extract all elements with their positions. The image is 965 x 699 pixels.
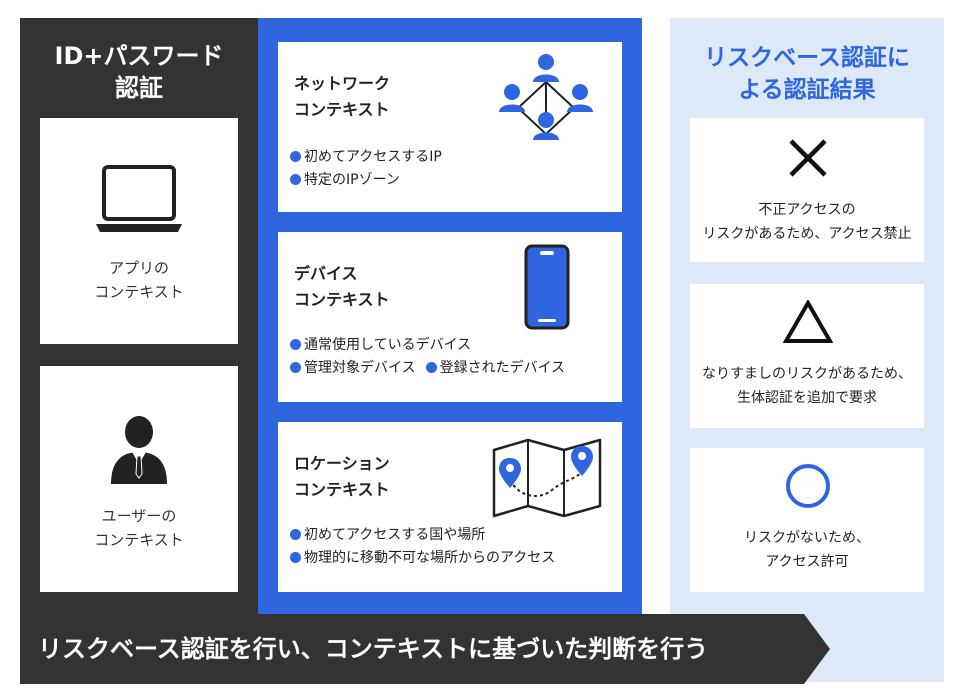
- device-title-line1: デバイス: [294, 264, 358, 283]
- app-context-card: アプリの コンテキスト: [40, 118, 238, 344]
- bullet-icon: [290, 362, 301, 373]
- triangle-icon: [783, 300, 833, 343]
- circle-icon: [786, 464, 830, 508]
- bullet-icon: [290, 174, 301, 185]
- device-items: 通常使用しているデバイス 管理対象デバイス 登録されたデバイス: [290, 334, 565, 380]
- bullet-icon: [290, 529, 301, 540]
- user-context-line2: コンテキスト: [94, 531, 184, 549]
- device-title-line2: コンテキスト: [294, 290, 390, 309]
- app-context-line2: コンテキスト: [94, 283, 184, 301]
- auth-title-line2: 認証: [115, 74, 163, 102]
- laptop-icon: [96, 165, 182, 232]
- location-context-card: ロケーション コンテキスト 初めてアクセスする国や場所 物理的に移動不可な場所か…: [278, 422, 622, 592]
- cross-icon: [789, 139, 827, 177]
- result-allow-line1: リスクがないため、: [744, 530, 870, 546]
- device-item-text: 管理対象デバイス: [304, 360, 416, 376]
- smartphone-icon: [524, 244, 570, 330]
- location-item-text: 初めてアクセスする国や場所: [304, 527, 486, 543]
- list-item: 初めてアクセスするIP: [290, 146, 442, 169]
- bullet-icon: [425, 362, 437, 373]
- result-column-title: リスクベース認証に よる認証結果: [670, 42, 944, 106]
- bullet-icon: [290, 339, 301, 350]
- network-title-line2: コンテキスト: [294, 100, 390, 119]
- auth-column-title: ID+パスワード 認証: [20, 40, 258, 104]
- conclusion-banner: [20, 614, 830, 684]
- network-title-line1: ネットワーク: [294, 74, 391, 93]
- result-title-line2: よる認証結果: [738, 77, 876, 103]
- location-title-line1: ロケーション: [294, 454, 390, 473]
- device-item-text: 通常使用しているデバイス: [304, 337, 472, 353]
- result-title-line1: リスクベース認証に: [704, 45, 910, 71]
- location-title-line2: コンテキスト: [294, 480, 390, 499]
- location-items: 初めてアクセスする国や場所 物理的に移動不可な場所からのアクセス: [290, 524, 555, 570]
- result-card-additional-auth: なりすましのリスクがあるため、 生体認証を追加で要求: [690, 284, 924, 428]
- location-item-text: 物理的に移動不可な場所からのアクセス: [304, 550, 556, 566]
- map-pins-icon: [492, 438, 602, 518]
- app-context-line1: アプリの: [108, 259, 169, 277]
- list-item: 初めてアクセスする国や場所: [290, 524, 555, 547]
- result-additional-line1: なりすましのリスクがあるため、: [702, 366, 912, 382]
- network-item-text: 特定のIPゾーン: [304, 172, 400, 188]
- list-item: 通常使用しているデバイス: [290, 334, 565, 357]
- network-item-text: 初めてアクセスするIP: [304, 149, 442, 165]
- bullet-icon: [290, 552, 301, 563]
- result-allow-line2: アクセス許可: [765, 554, 849, 570]
- result-deny-line1: 不正アクセスの: [758, 202, 856, 218]
- bullet-icon: [290, 151, 301, 162]
- result-deny-line2: リスクがあるため、アクセス禁止: [702, 226, 912, 242]
- businessman-icon: [111, 416, 167, 484]
- result-card-deny: 不正アクセスの リスクがあるため、アクセス禁止: [690, 118, 924, 262]
- list-item: 物理的に移動不可な場所からのアクセス: [290, 547, 555, 570]
- device-context-card: デバイス コンテキスト 通常使用しているデバイス 管理対象デバイス 登録されたデバ…: [278, 232, 622, 402]
- conclusion-text: リスクベース認証を行い、コンテキストに基づいた判断を行う: [38, 635, 709, 663]
- list-item: 管理対象デバイス 登録されたデバイス: [290, 357, 565, 380]
- auth-title-line1: ID+パスワード: [54, 42, 224, 70]
- user-context-card: ユーザーの コンテキスト: [40, 366, 238, 592]
- network-items: 初めてアクセスするIP 特定のIPゾーン: [290, 146, 442, 192]
- user-context-line1: ユーザーの: [101, 507, 177, 525]
- device-item-text: 登録されたデバイス: [439, 360, 566, 376]
- result-additional-line2: 生体認証を追加で要求: [737, 390, 877, 406]
- network-people-icon: [499, 54, 593, 140]
- network-context-card: ネットワーク コンテキスト 初めてアクセスするIP 特定のIPゾーン: [278, 42, 622, 212]
- list-item: 特定のIPゾーン: [290, 169, 442, 192]
- result-card-allow: リスクがないため、 アクセス許可: [690, 448, 924, 592]
